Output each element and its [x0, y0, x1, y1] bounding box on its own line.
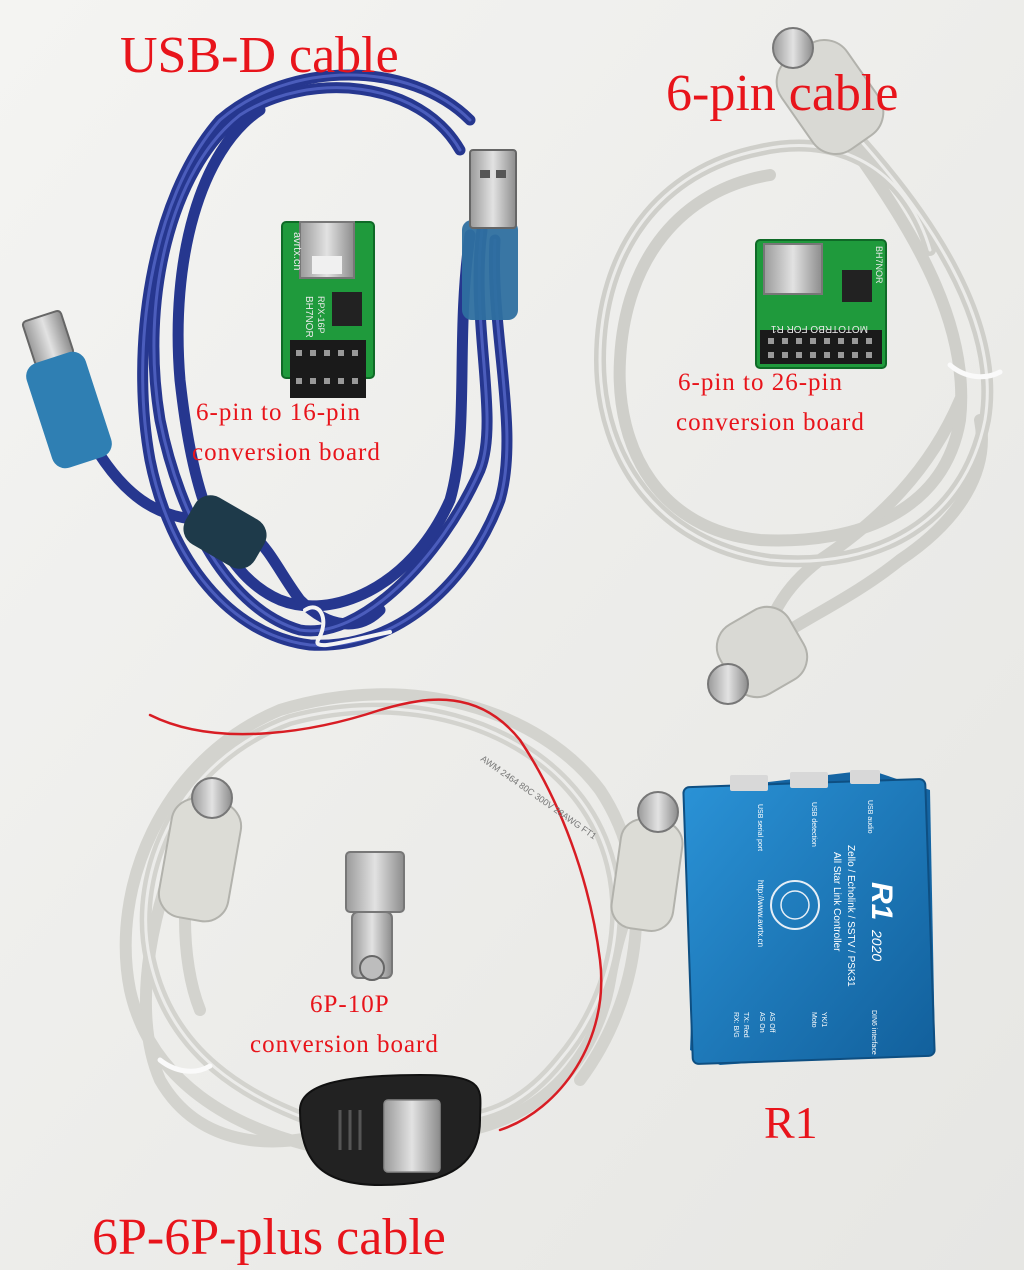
- r1-device-line1: Zello / Echolink / SSTV / PSK31: [845, 845, 856, 987]
- label-plus-cable: 6P-6P-plus cable: [92, 1209, 446, 1266]
- din-connector-right: [610, 791, 684, 932]
- label-board-26pin-line2: conversion board: [676, 409, 865, 436]
- din-connector-top: [772, 27, 885, 156]
- din-connector-bottom: [707, 605, 809, 705]
- label-board-6p10p-line1: 6P-10P: [310, 991, 390, 1018]
- r1-led-as-on: AS On: [758, 1012, 765, 1033]
- board-16p-brand: avrtx.cn: [291, 232, 303, 271]
- board-26p-model: MOTOTRBO FOR R1: [771, 323, 868, 334]
- usb-a-plug: [462, 149, 518, 320]
- adapter-6p-10p: [345, 851, 405, 981]
- r1-port-usb-audio: USB audio: [866, 800, 873, 834]
- r1-port-usb-detection: USB detection: [810, 802, 817, 847]
- din-connector-left: [157, 777, 243, 923]
- r1-led-yk: YK/1: [820, 1012, 827, 1027]
- inline-interface-module: [298, 1073, 482, 1187]
- red-wire: [148, 698, 603, 1132]
- r1-led-rx: RX: B/G: [732, 1012, 739, 1038]
- board-16p-model: RPX-16P: [316, 296, 326, 334]
- label-board-6p10p-line2: conversion board: [250, 1031, 439, 1058]
- r1-device-year: 2020: [869, 929, 885, 961]
- label-board-16pin-line1: 6-pin to 16-pin: [196, 399, 361, 426]
- board-6pin-16pin: avrtx.cn BH7NOR RPX-16P: [281, 221, 375, 398]
- board-26p-name: BH7NOR: [874, 246, 884, 284]
- board-16p-name: BH7NOR: [303, 296, 314, 338]
- r1-din6: DIN6 interface: [870, 1010, 877, 1055]
- six-pin-cable: [593, 134, 1003, 656]
- ferrite-core: [183, 495, 267, 569]
- label-board-26pin-line1: 6-pin to 26-pin: [678, 369, 843, 396]
- label-board-16pin-line2: conversion board: [192, 439, 381, 466]
- r1-led-moto: Moto: [810, 1012, 817, 1028]
- r1-device-url: http://www.avrtx.cn: [756, 880, 765, 947]
- r1-device: R1 2020 Zello / Echolink / SSTV / PSK31 …: [682, 770, 936, 1065]
- usb-b-plug: [21, 309, 112, 469]
- label-usb-d-cable: USB-D cable: [120, 27, 399, 84]
- r1-led-as-off: AS Off: [768, 1012, 775, 1033]
- board-6pin-26pin: MOTOTRBO FOR R1 BH7NOR: [755, 239, 887, 369]
- label-r1: R1: [764, 1097, 818, 1148]
- r1-port-usb-serial: USB serial port: [756, 804, 763, 851]
- r1-led-tx: TX: Red: [742, 1012, 749, 1038]
- label-six-pin-cable: 6-pin cable: [666, 65, 899, 122]
- r1-device-line2: All Star Link Controller: [831, 852, 842, 952]
- r1-device-title: R1: [865, 882, 898, 920]
